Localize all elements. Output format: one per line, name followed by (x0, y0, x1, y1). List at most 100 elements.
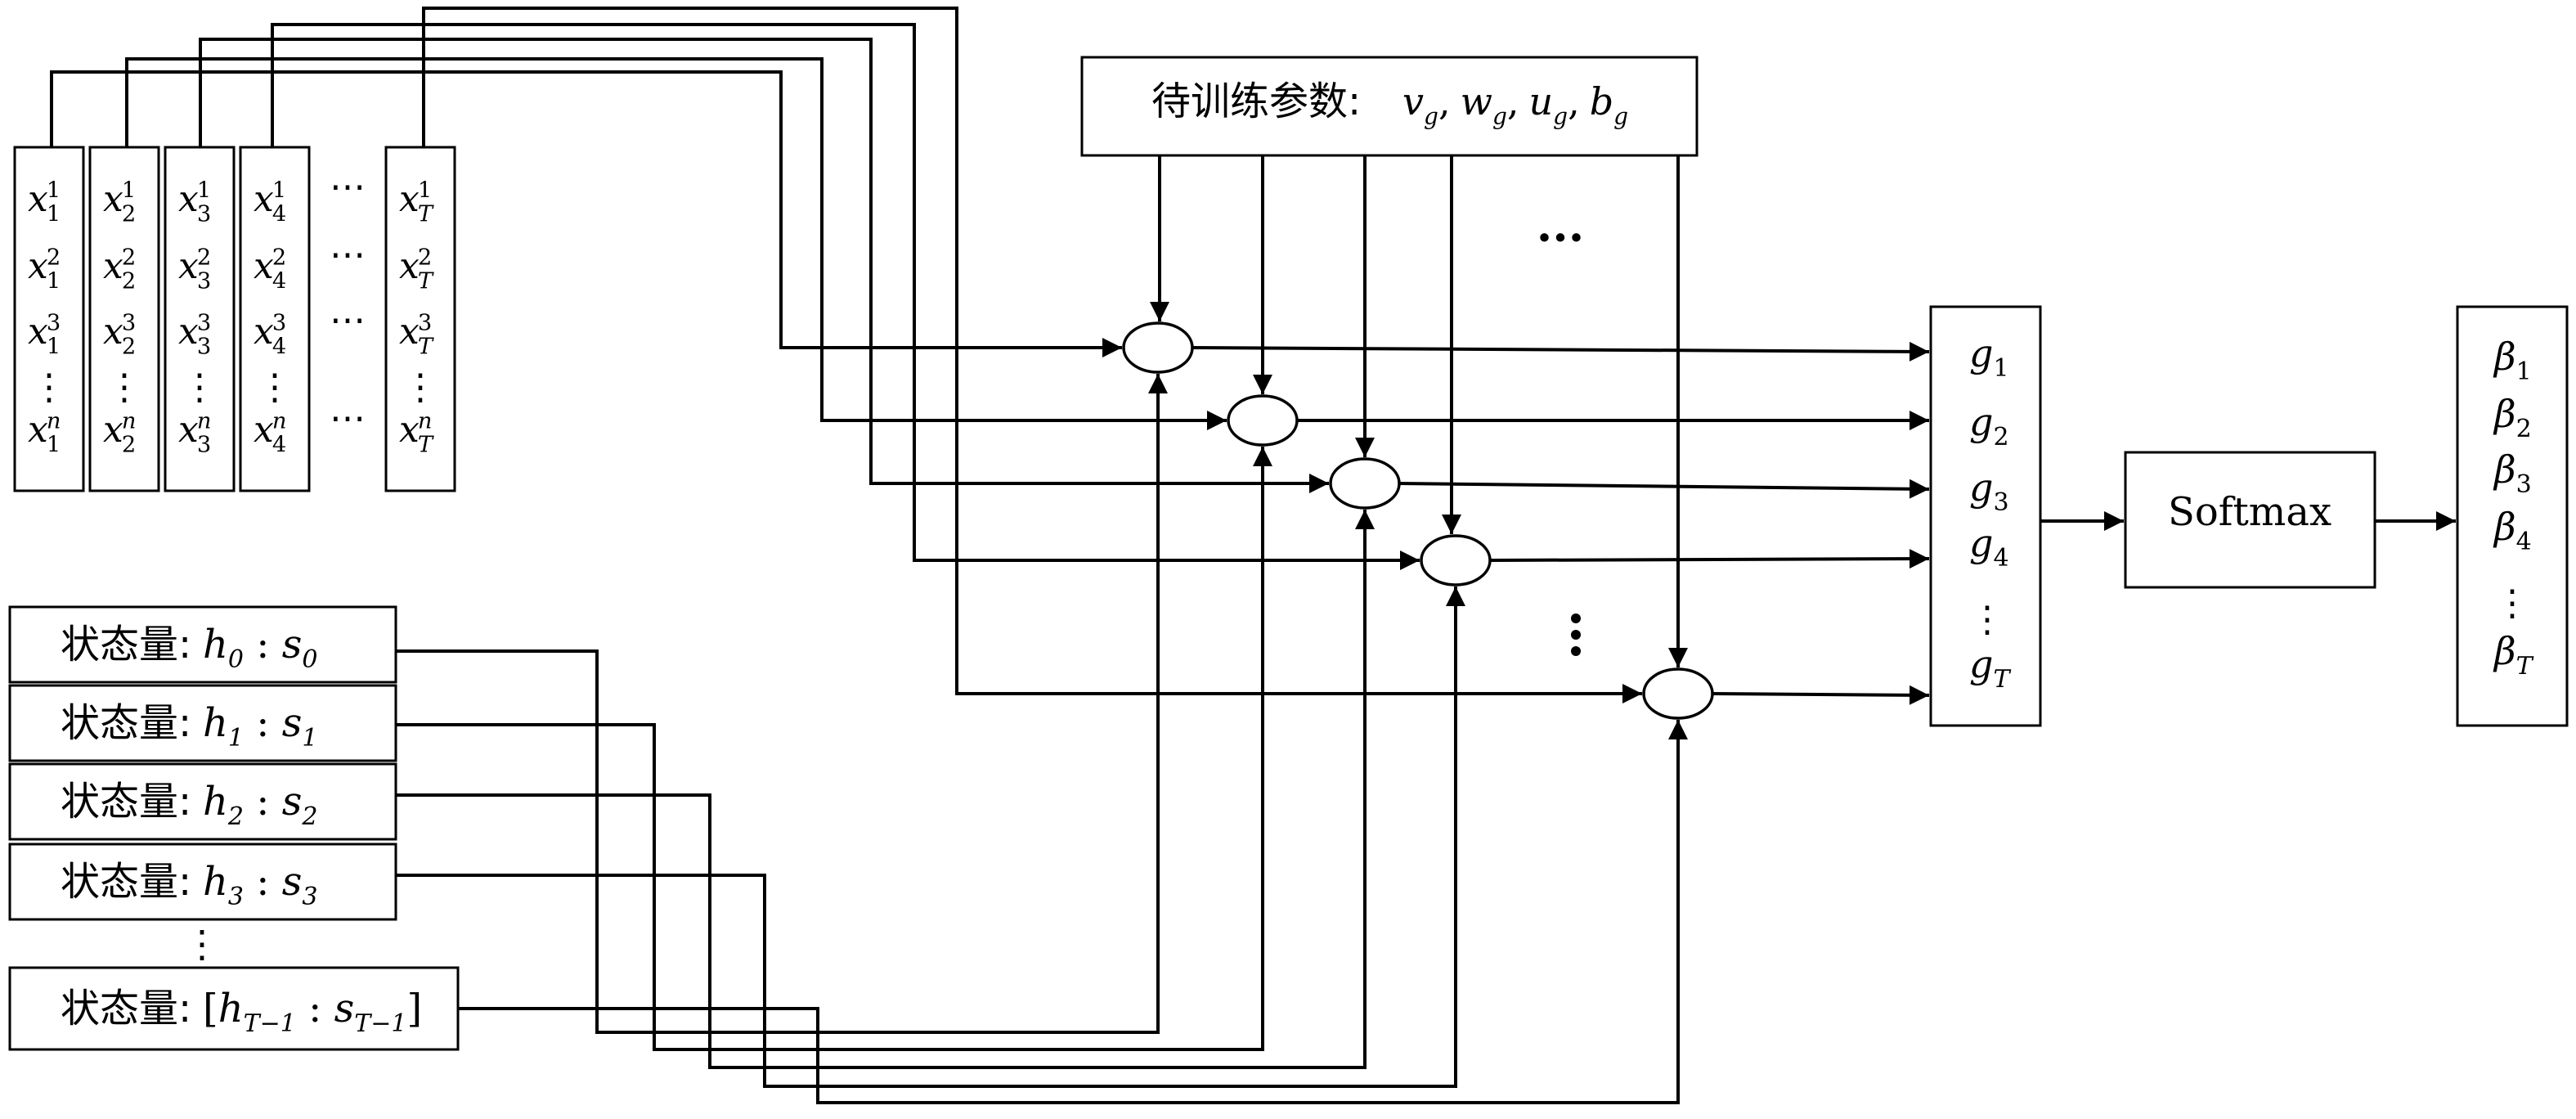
input-x-1-1-sub: 1 (47, 201, 61, 227)
g-output-4: g4 (1969, 521, 2009, 573)
node-vertical-ellipsis (1571, 613, 1581, 656)
state-box-0 (8, 605, 397, 684)
state-vertical-ellipsis: ⋮ (183, 922, 221, 966)
state-formula-0: h0 : s0 (203, 622, 317, 674)
input-x-1-n-sub: 1 (47, 432, 61, 457)
input-column-ellipsis: ⋯ (330, 166, 366, 208)
params-box: 待训练参数: vg,wg,ug,bg (1080, 56, 1699, 157)
input-x-2-1-sup: 1 (122, 178, 136, 203)
input-x-2-n-sup: n (122, 408, 137, 434)
g-output-2: g2 (1969, 400, 2009, 452)
input-x-T-1-sup: 1 (418, 178, 432, 203)
softmax-label: Softmax (2168, 489, 2331, 535)
state-wire-1 (396, 447, 1272, 1051)
node-out-wire-4 (1712, 685, 1930, 705)
g-output-T: gT (1969, 642, 2011, 694)
state-label: 状态量: (61, 622, 191, 667)
input-x-3-2-sub: 3 (197, 268, 211, 294)
input-x-4-3: x (254, 311, 274, 353)
input-column-vdots: ⋮ (402, 366, 438, 408)
state-box-3 (8, 843, 397, 921)
input-column-vdots: ⋮ (257, 366, 293, 408)
input-x-3-1-sup: 1 (197, 178, 211, 203)
input-x-2-1: x (103, 178, 123, 220)
g-output-1: g1 (1969, 331, 2009, 383)
input-x-2-n: x (103, 409, 123, 451)
state-wire-0 (396, 374, 1168, 1034)
input-x-4-1: x (254, 178, 274, 220)
input-x-2-n-sub: 2 (122, 432, 136, 457)
input-x-T-3-sup: 3 (418, 310, 432, 335)
input-column-ellipsis: ⋯ (330, 234, 366, 276)
state-label: 状态量: (61, 779, 191, 825)
param-wires-ellipsis: ··· (1537, 211, 1585, 265)
input-feature-columns: x11x21x31xn1⋮x12x22x32xn2⋮x13x23x33xn3⋮x… (13, 146, 456, 492)
beta-vdots: ⋮ (2494, 582, 2530, 624)
input-x-1-2: x (28, 245, 48, 287)
params-label: 待训练参数: (1151, 79, 1361, 124)
input-x-4-1-sup: 1 (272, 178, 286, 203)
combine-node-3 (1420, 534, 1492, 586)
beta-output-1: β1 (2493, 335, 2532, 386)
input-x-1-3-sub: 1 (47, 334, 61, 359)
input-x-1-1-sup: 1 (47, 178, 61, 203)
state-wire-3 (396, 586, 1465, 1088)
input-x-2-3: x (103, 311, 123, 353)
state-boxes: 状态量: h0 : s0 状态量: h1 : s1 状态量: h2 : s2 状态量: h3 … (8, 605, 460, 1051)
input-x-3-n-sup: n (197, 408, 212, 434)
input-x-T-3-sub: T (418, 334, 434, 359)
input-column-T (384, 146, 456, 492)
input-wire-2 (199, 38, 1329, 493)
input-x-T-n-sub: T (418, 432, 434, 457)
combine-node-2 (1329, 457, 1401, 510)
input-x-T-2-sub: T (418, 268, 434, 294)
state-wire-4 (458, 720, 1688, 1104)
input-column-ellipsis: ⋯ (330, 398, 366, 439)
input-x-2-2: x (103, 245, 123, 287)
g-vdots: ⋮ (1969, 599, 2005, 640)
node-out-wire-0 (1192, 341, 1930, 362)
input-column-vdots: ⋮ (182, 366, 218, 408)
input-x-3-2-sup: 2 (197, 245, 211, 270)
input-x-1-3: x (28, 311, 48, 353)
input-x-2-3-sub: 2 (122, 334, 136, 359)
beta-output-3: β3 (2493, 447, 2532, 499)
combine-node-1 (1227, 394, 1299, 447)
state-formula-2: h2 : s2 (203, 779, 317, 831)
input-x-T-3: x (399, 311, 420, 353)
input-x-2-2-sub: 2 (122, 268, 136, 294)
input-x-T-n-sup: n (418, 408, 433, 434)
state-formula-1: h1 : s1 (203, 700, 317, 753)
state-label: 状态量: (61, 986, 191, 1031)
input-x-3-1: x (178, 178, 199, 220)
input-column-4 (239, 146, 311, 492)
softmax-box: Softmax (2124, 451, 2376, 589)
state-formula-3: h3 : s3 (203, 859, 317, 911)
input-x-4-2-sub: 4 (272, 268, 286, 294)
state-label: 状态量: (61, 700, 191, 746)
input-column-3 (164, 146, 236, 492)
input-x-4-2: x (254, 245, 274, 287)
input-x-1-1: x (28, 178, 48, 220)
beta-output-T: βT (2493, 629, 2534, 681)
input-x-4-n-sub: 4 (272, 432, 286, 457)
input-x-4-n-sup: n (272, 408, 287, 434)
input-x-1-n: x (28, 409, 48, 451)
input-column-ellipsis: ⋯ (330, 299, 366, 341)
g-output-3: g3 (1969, 465, 2009, 517)
input-x-T-2-sup: 2 (418, 245, 432, 270)
input-column-2 (88, 146, 160, 492)
connection-wires (50, 7, 2456, 1104)
input-column-vdots: ⋮ (106, 366, 142, 408)
state-label: 状态量: (61, 859, 191, 905)
input-wire-3 (271, 23, 1420, 570)
input-x-1-2-sub: 1 (47, 268, 61, 294)
input-x-3-2: x (178, 245, 199, 287)
node-out-wire-2 (1398, 479, 1930, 499)
input-x-T-1-sub: T (418, 201, 434, 227)
state-wire-2 (396, 510, 1375, 1069)
beta-output-2: β2 (2493, 392, 2532, 443)
params-list: vg,wg,ug,bg (1402, 79, 1628, 130)
